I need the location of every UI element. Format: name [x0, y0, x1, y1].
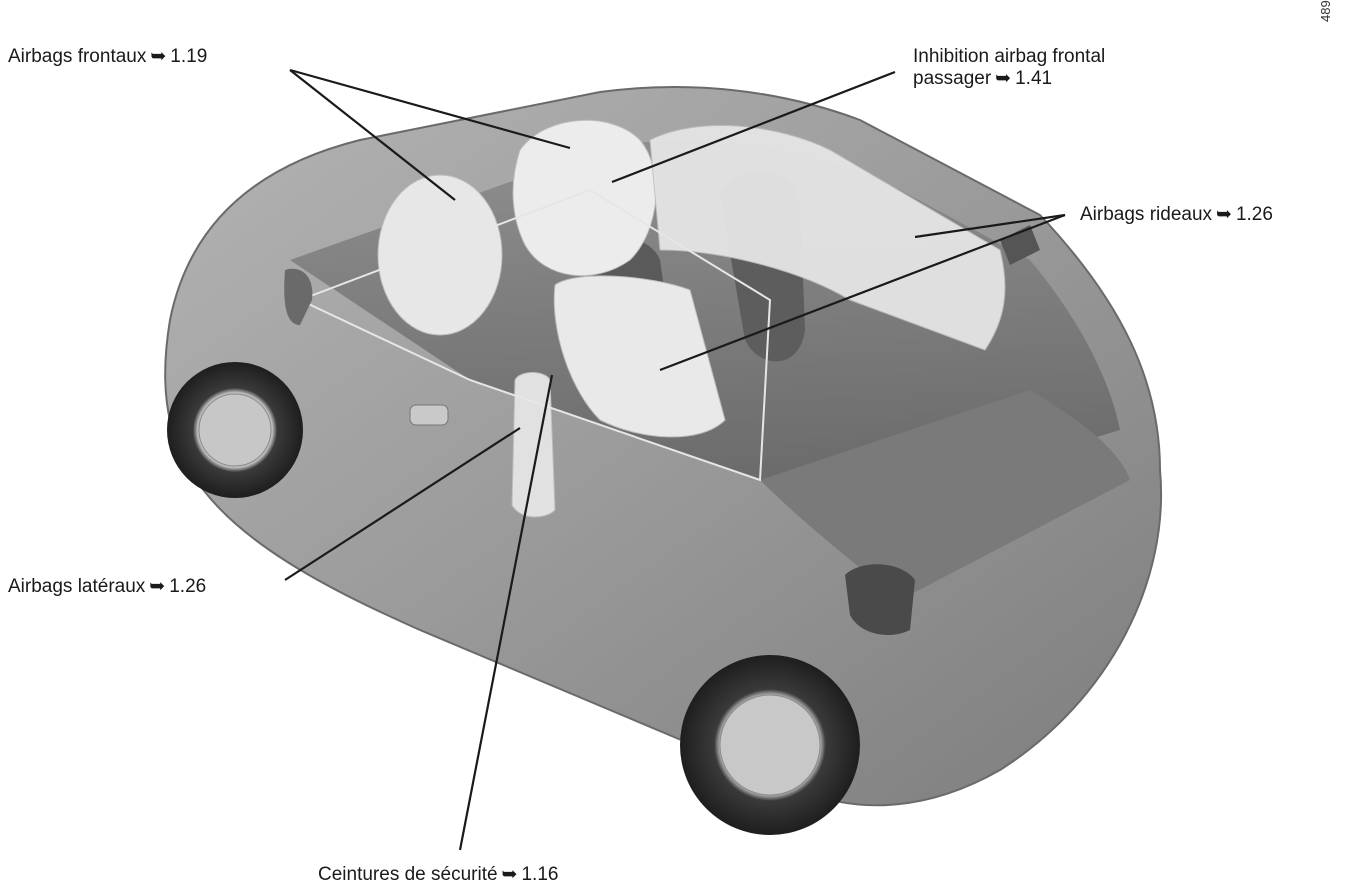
leader-curtain-2 [659, 213, 1066, 372]
side-mirror [284, 268, 313, 325]
trunk-floor [760, 390, 1130, 600]
arrow-icon: ➥ [501, 864, 518, 885]
label-seat-belts: Ceintures de sécurité➥1.16 [318, 864, 559, 885]
seat-belt [511, 372, 556, 518]
taillight [845, 564, 915, 635]
leader-belts [458, 374, 554, 851]
arrow-icon: ➥ [995, 68, 1012, 89]
front-hub [198, 393, 272, 467]
label-frontal-airbags: Airbags frontaux➥1.19 [8, 46, 208, 67]
figure-reference-code: 48959 [1318, 0, 1333, 22]
leader-side [284, 427, 521, 581]
airbag-frontal-passenger [512, 119, 657, 277]
label-inhibition-airbag: Inhibition airbag frontal passager➥1.41 [913, 46, 1106, 89]
rear-hub [719, 694, 821, 796]
leader-frontal-passenger [289, 68, 571, 150]
leader-inhibition [611, 70, 896, 184]
airbag-side [553, 275, 726, 438]
label-curtain-airbags: Airbags rideaux➥1.26 [1080, 204, 1273, 225]
label-side-airbags: Airbags latéraux➥1.26 [8, 576, 207, 597]
window-outline [297, 188, 772, 482]
leader-frontal-driver [289, 69, 456, 201]
airbag-curtain [649, 125, 1006, 351]
arrow-icon: ➥ [150, 46, 167, 67]
leader-curtain-1 [914, 213, 1066, 239]
door-handle [409, 404, 449, 426]
leader-lines [284, 68, 1066, 851]
airbag-frontal-driver [377, 174, 503, 336]
arrow-icon: ➥ [1216, 204, 1232, 225]
arrow-icon: ➥ [149, 576, 166, 597]
